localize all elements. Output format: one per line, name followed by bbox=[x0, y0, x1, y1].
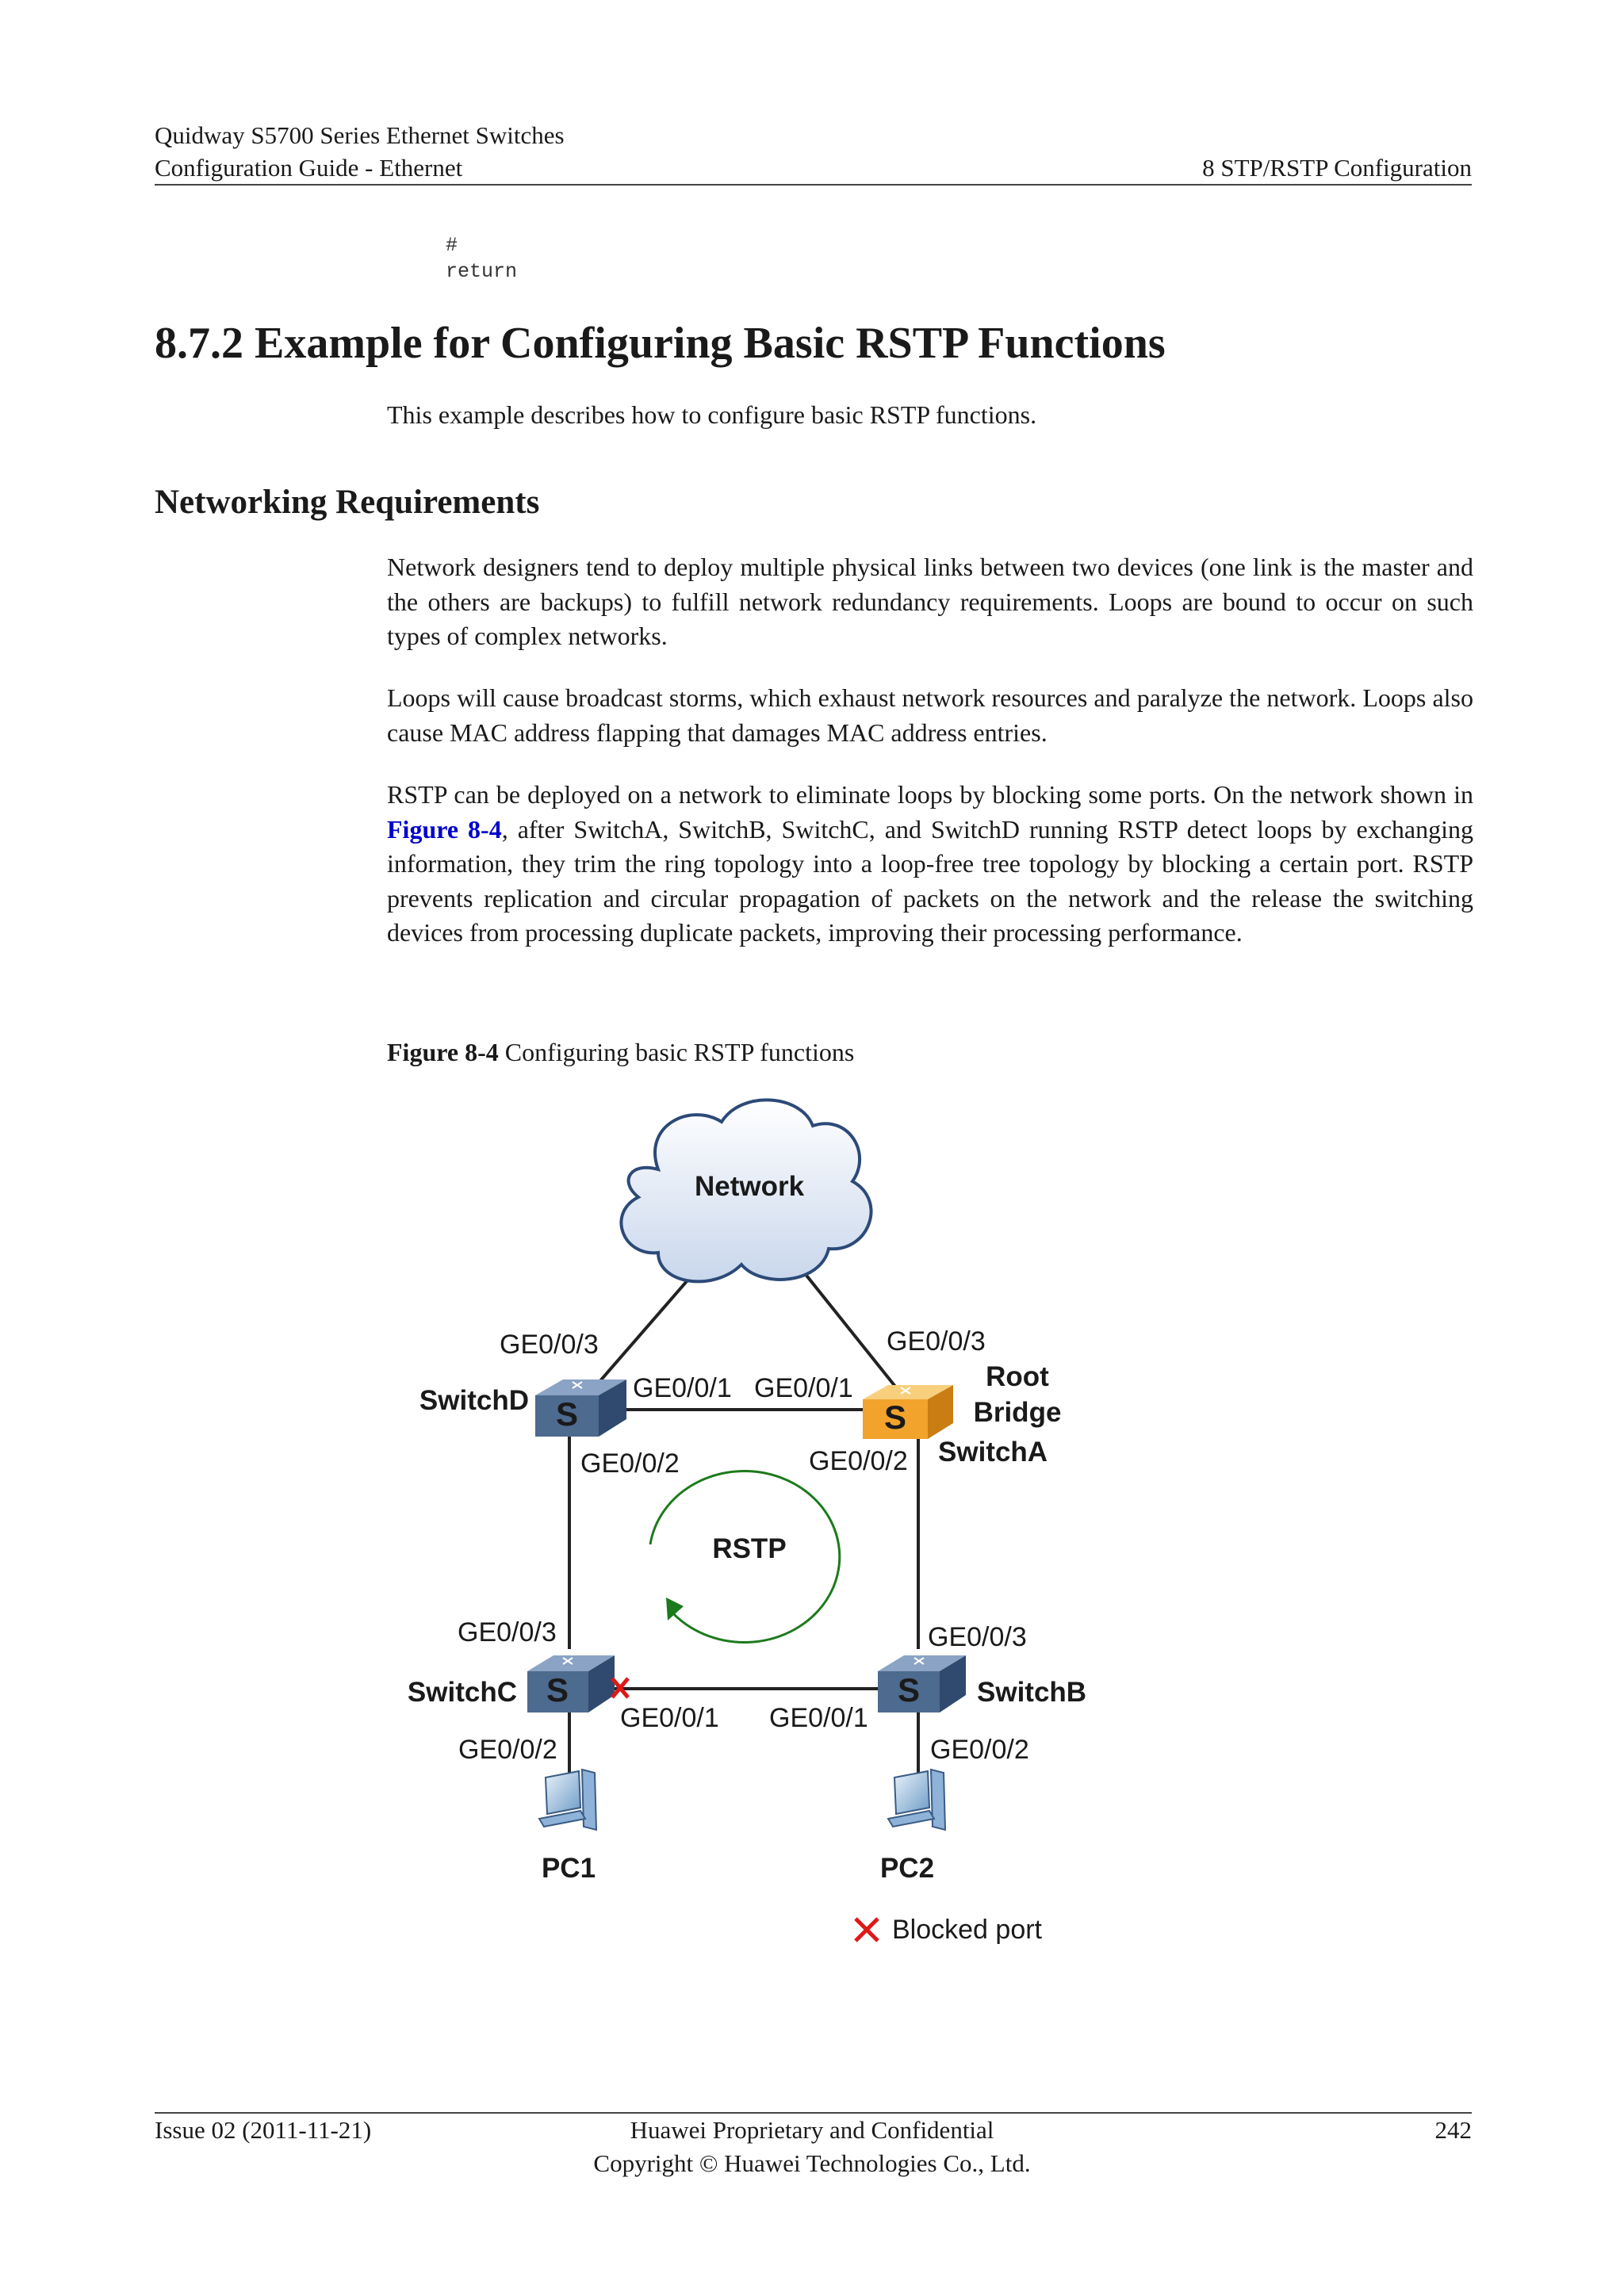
port-switchd-ge002: GE0/0/2 bbox=[580, 1448, 680, 1479]
link-network-switcha bbox=[799, 1267, 898, 1389]
rstp-rotation-arrow-icon bbox=[649, 1469, 841, 1644]
code-line-hash: # bbox=[446, 234, 458, 257]
root-label-line1: Root bbox=[986, 1361, 1049, 1392]
legend-blocked-x-icon bbox=[854, 1917, 879, 1942]
switcha-label: SwitchA bbox=[938, 1437, 1048, 1468]
network-label: Network bbox=[695, 1171, 805, 1202]
network-cloud-icon bbox=[619, 1098, 873, 1284]
rstp-label: RSTP bbox=[712, 1533, 786, 1564]
header-rule bbox=[155, 184, 1472, 186]
footer-copyright: Copyright © Huawei Technologies Co., Ltd… bbox=[593, 2149, 1031, 2177]
port-switchb-ge001: GE0/0/1 bbox=[769, 1703, 868, 1733]
figure-number: Figure 8-4 bbox=[387, 1038, 499, 1066]
paragraph-3-text-b: , after SwitchA, SwitchB, SwitchC, and S… bbox=[387, 814, 1474, 947]
paragraph-3-text-a: RSTP can be deployed on a network to eli… bbox=[387, 780, 1473, 809]
switchc-s-glyph: S bbox=[546, 1671, 569, 1709]
root-label-line2: Bridge bbox=[974, 1397, 1062, 1428]
port-switchc-ge003: GE0/0/3 bbox=[458, 1617, 557, 1647]
paragraph-3: RSTP can be deployed on a network to eli… bbox=[387, 778, 1473, 951]
section-title: 8.7.2 Example for Configuring Basic RSTP… bbox=[155, 319, 1166, 368]
port-switchb-ge003: GE0/0/3 bbox=[928, 1622, 1027, 1652]
port-switchb-ge002: GE0/0/2 bbox=[930, 1735, 1029, 1765]
port-switchd-ge003: GE0/0/3 bbox=[500, 1330, 599, 1360]
switchc-icon bbox=[527, 1655, 615, 1712]
switchd-label: SwitchD bbox=[419, 1385, 529, 1416]
pc1-label: PC1 bbox=[542, 1853, 596, 1884]
pc1-icon bbox=[538, 1768, 598, 1831]
paragraph-2: Loops will cause broadcast storms, which… bbox=[387, 683, 1473, 747]
port-switcha-ge003: GE0/0/3 bbox=[887, 1326, 986, 1357]
header-guide: Configuration Guide - Ethernet bbox=[155, 154, 463, 182]
paragraph-1: Network designers tend to deploy multipl… bbox=[387, 553, 1473, 650]
switchd-s-glyph: S bbox=[556, 1395, 578, 1433]
switchb-label: SwitchB bbox=[977, 1677, 1086, 1708]
port-switchc-ge001: GE0/0/1 bbox=[620, 1703, 719, 1733]
code-line-return: return bbox=[446, 260, 518, 283]
port-switcha-ge001: GE0/0/1 bbox=[754, 1373, 853, 1403]
switchd-icon bbox=[535, 1380, 626, 1437]
footer-issue: Issue 02 (2011-11-21) bbox=[155, 2116, 372, 2144]
figure-caption-text: Configuring basic RSTP functions bbox=[504, 1038, 855, 1066]
header-chapter: 8 STP/RSTP Configuration bbox=[1202, 154, 1472, 182]
section-intro: This example describes how to configure … bbox=[387, 400, 1037, 429]
switchc-label: SwitchC bbox=[408, 1677, 517, 1708]
rstp-topology-diagram: Network S S S S RSTP bbox=[408, 1098, 1086, 1945]
figure-link[interactable]: Figure 8-4 bbox=[387, 814, 502, 844]
switcha-root-icon bbox=[863, 1385, 953, 1439]
header-product: Quidway S5700 Series Ethernet Switches bbox=[155, 121, 565, 149]
port-switchc-ge002: GE0/0/2 bbox=[458, 1735, 557, 1765]
switchb-icon bbox=[878, 1655, 966, 1712]
blocked-port-marker-icon bbox=[611, 1677, 630, 1699]
switchb-s-glyph: S bbox=[898, 1671, 920, 1709]
footer-rule bbox=[155, 2112, 1472, 2114]
footer-confidential: Huawei Proprietary and Confidential bbox=[630, 2116, 994, 2144]
pc2-label: PC2 bbox=[880, 1853, 934, 1884]
footer-page-number: 242 bbox=[1434, 2116, 1473, 2144]
figure-caption: Figure 8-4 Configuring basic RSTP functi… bbox=[387, 1035, 854, 1070]
port-switcha-ge002: GE0/0/2 bbox=[809, 1446, 908, 1476]
port-switchd-ge001: GE0/0/1 bbox=[633, 1373, 732, 1403]
legend-blocked-label: Blocked port bbox=[892, 1915, 1043, 1945]
subsection-heading: Networking Requirements bbox=[155, 484, 540, 521]
switcha-s-glyph: S bbox=[884, 1399, 906, 1436]
pc2-icon bbox=[887, 1768, 947, 1831]
